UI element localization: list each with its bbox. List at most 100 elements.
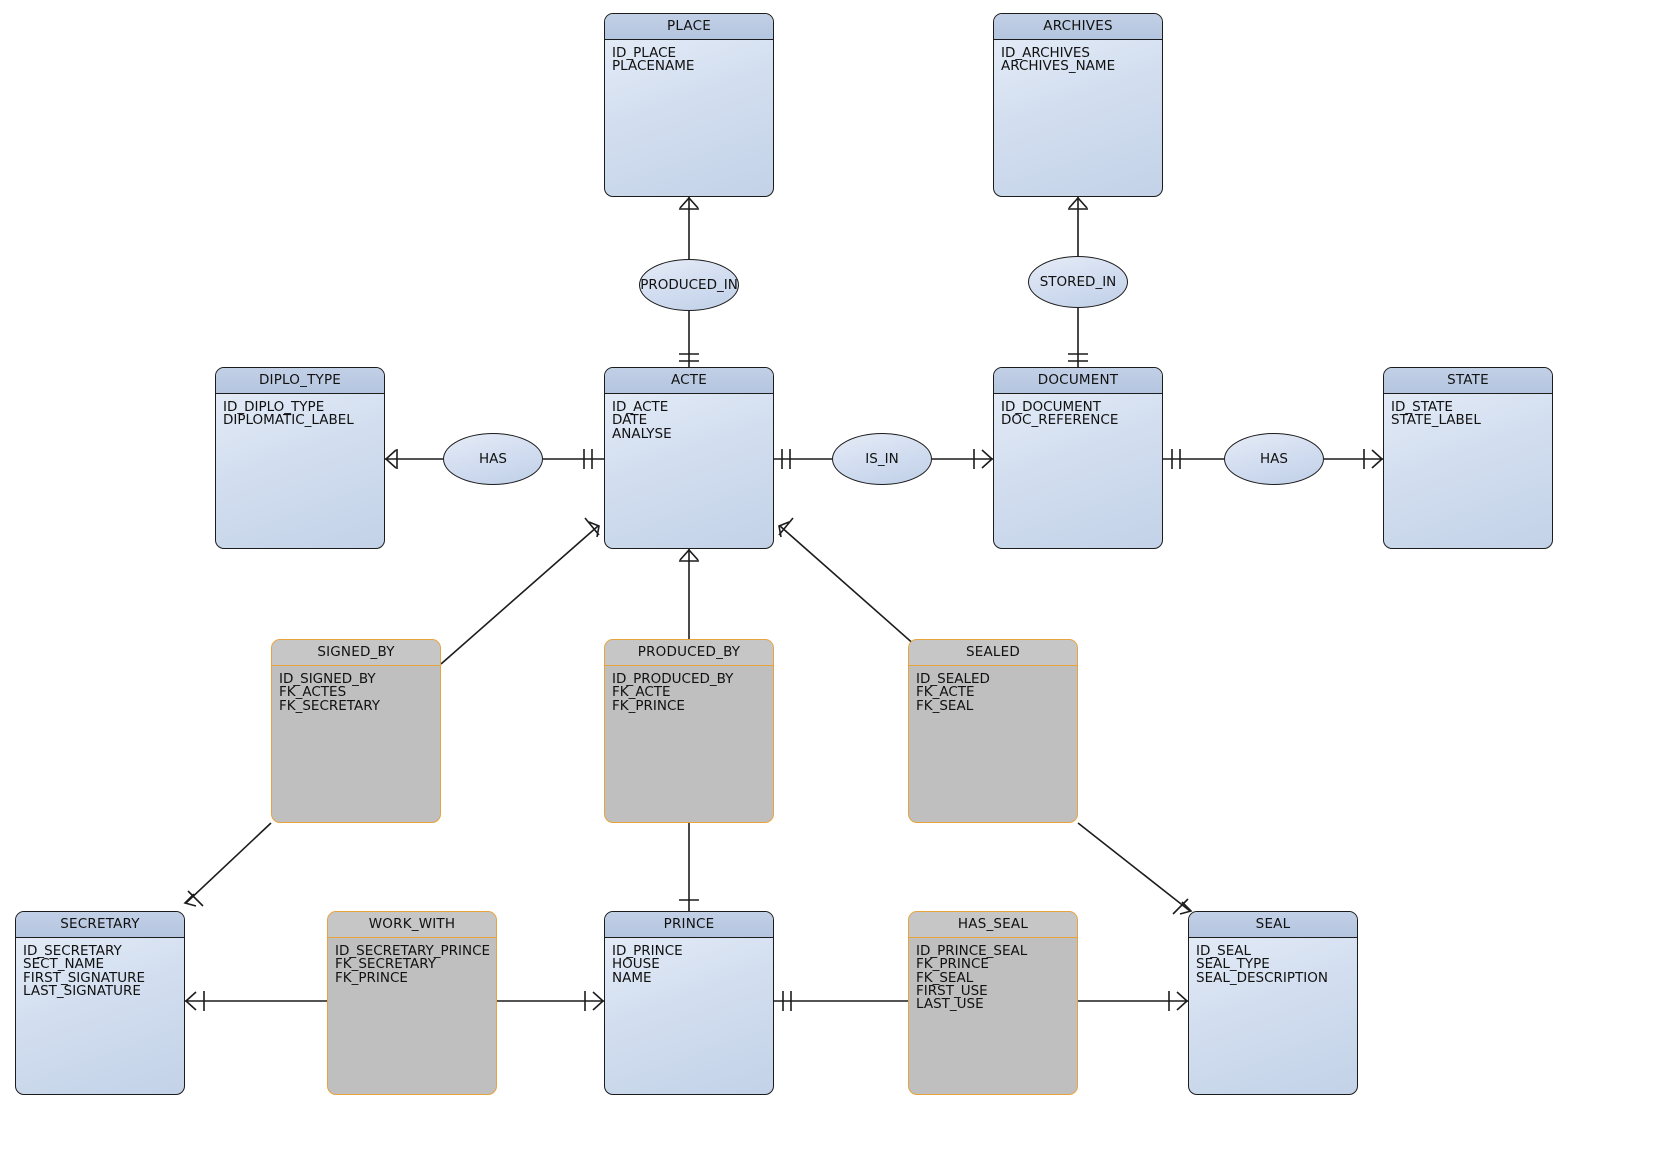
relationship-has_diplo[interactable]: HAS: [443, 433, 543, 485]
relationship-label: HAS: [479, 451, 507, 467]
crow-secretary-right: [184, 991, 197, 1011]
attribute-item: SEAL_DESCRIPTION: [1196, 969, 1328, 986]
crow-secretary-tr: [183, 893, 197, 907]
attribute-item: ARCHIVES_NAME: [1001, 58, 1116, 75]
attribute-item: FK_ACTE: [916, 684, 975, 701]
relationship-label: STORED_IN: [1039, 274, 1117, 290]
attribute-item: ID_DOCUMENT: [1001, 399, 1101, 415]
entity-title: SEAL: [1189, 912, 1357, 938]
relationship-has_state[interactable]: HAS: [1224, 433, 1324, 485]
entity-title: SECRETARY: [16, 912, 184, 938]
relationship-label: IS_IN: [865, 451, 899, 467]
entity-title: PLACE: [605, 14, 773, 40]
relationship-produced_in[interactable]: PRODUCED_IN: [639, 259, 739, 311]
crow-acte-bottom: [679, 548, 699, 561]
tick-seal-tl: [1172, 898, 1189, 915]
attribute-item: FK_PRINCE: [335, 969, 408, 986]
attribute-item: HOUSE: [612, 956, 660, 973]
attribute-item: FK_SECRETARY: [335, 956, 436, 973]
edge-signedby-secretary: [185, 822, 272, 904]
crow-diplotype: [384, 449, 397, 469]
attribute-item: SEAL_TYPE: [1196, 956, 1270, 973]
edge-acte-signedby: [440, 525, 599, 665]
attribute-item: ID_PRINCE_SEAL: [916, 943, 1028, 959]
crow-document-left: [981, 449, 994, 469]
crow-place: [679, 196, 699, 209]
attribute-item: ID_ARCHIVES: [1001, 45, 1090, 61]
tick-acte-bl: [584, 517, 600, 536]
attribute-item: FK_SEAL: [916, 697, 974, 714]
entity-title: PRODUCED_BY: [605, 640, 773, 666]
attribute-item: FK_ACTES: [279, 684, 347, 701]
edge-sealed-seal: [1077, 822, 1191, 912]
entity-title: SIGNED_BY: [272, 640, 440, 666]
crow-acte-bl: [588, 521, 600, 538]
attribute-item: PLACENAME: [612, 58, 695, 75]
attribute-item: SECT_NAME: [23, 956, 105, 973]
attribute-item: FK_PRINCE: [612, 697, 685, 714]
attribute-item: ID_PLACE: [612, 45, 677, 61]
attribute-item: FK_SECRETARY: [279, 697, 380, 714]
crow-seal-tl: [1179, 901, 1193, 915]
entity-title: HAS_SEAL: [909, 912, 1077, 938]
attribute-item: ID_SECRETARY_PRINCE: [335, 943, 491, 959]
relationship-label: HAS: [1260, 451, 1288, 467]
attribute-item: ID_SECRETARY: [23, 943, 122, 959]
entity-title: ACTE: [605, 368, 773, 394]
attribute-item: DIPLOMATIC_LABEL: [223, 412, 354, 429]
attribute-item: ID_SEALED: [916, 671, 990, 687]
attribute-item: STATE_LABEL: [1391, 412, 1481, 429]
attribute-item: LAST_USE: [916, 996, 984, 1013]
attribute-item: FIRST_SIGNATURE: [23, 969, 146, 986]
crow-prince-left: [592, 991, 605, 1011]
crow-archives: [1068, 196, 1088, 209]
tick-acte-br: [778, 517, 794, 536]
entity-title: ARCHIVES: [994, 14, 1162, 40]
attribute-item: NAME: [612, 969, 652, 986]
attribute-item: ID_PRINCE: [612, 943, 683, 959]
attribute-item: FK_ACTE: [612, 684, 671, 701]
relationship-is_in[interactable]: IS_IN: [832, 433, 932, 485]
relationship-stored_in[interactable]: STORED_IN: [1028, 256, 1128, 308]
crow-state: [1371, 449, 1384, 469]
attribute-item: ID_DIPLO_TYPE: [223, 399, 325, 415]
attribute-item: DOC_REFERENCE: [1001, 412, 1119, 429]
attribute-item: FIRST_USE: [916, 982, 988, 999]
attribute-item: ID_SEAL: [1196, 943, 1251, 959]
attribute-item: ID_SIGNED_BY: [279, 671, 376, 687]
entity-title: STATE: [1384, 368, 1552, 394]
entity-title: PRINCE: [605, 912, 773, 938]
attribute-item: ANALYSE: [612, 425, 672, 442]
entity-title: SEALED: [909, 640, 1077, 666]
crow-seal-left: [1176, 991, 1189, 1011]
tick-secretary-tr: [187, 890, 204, 907]
attribute-item: LAST_SIGNATURE: [23, 982, 141, 999]
